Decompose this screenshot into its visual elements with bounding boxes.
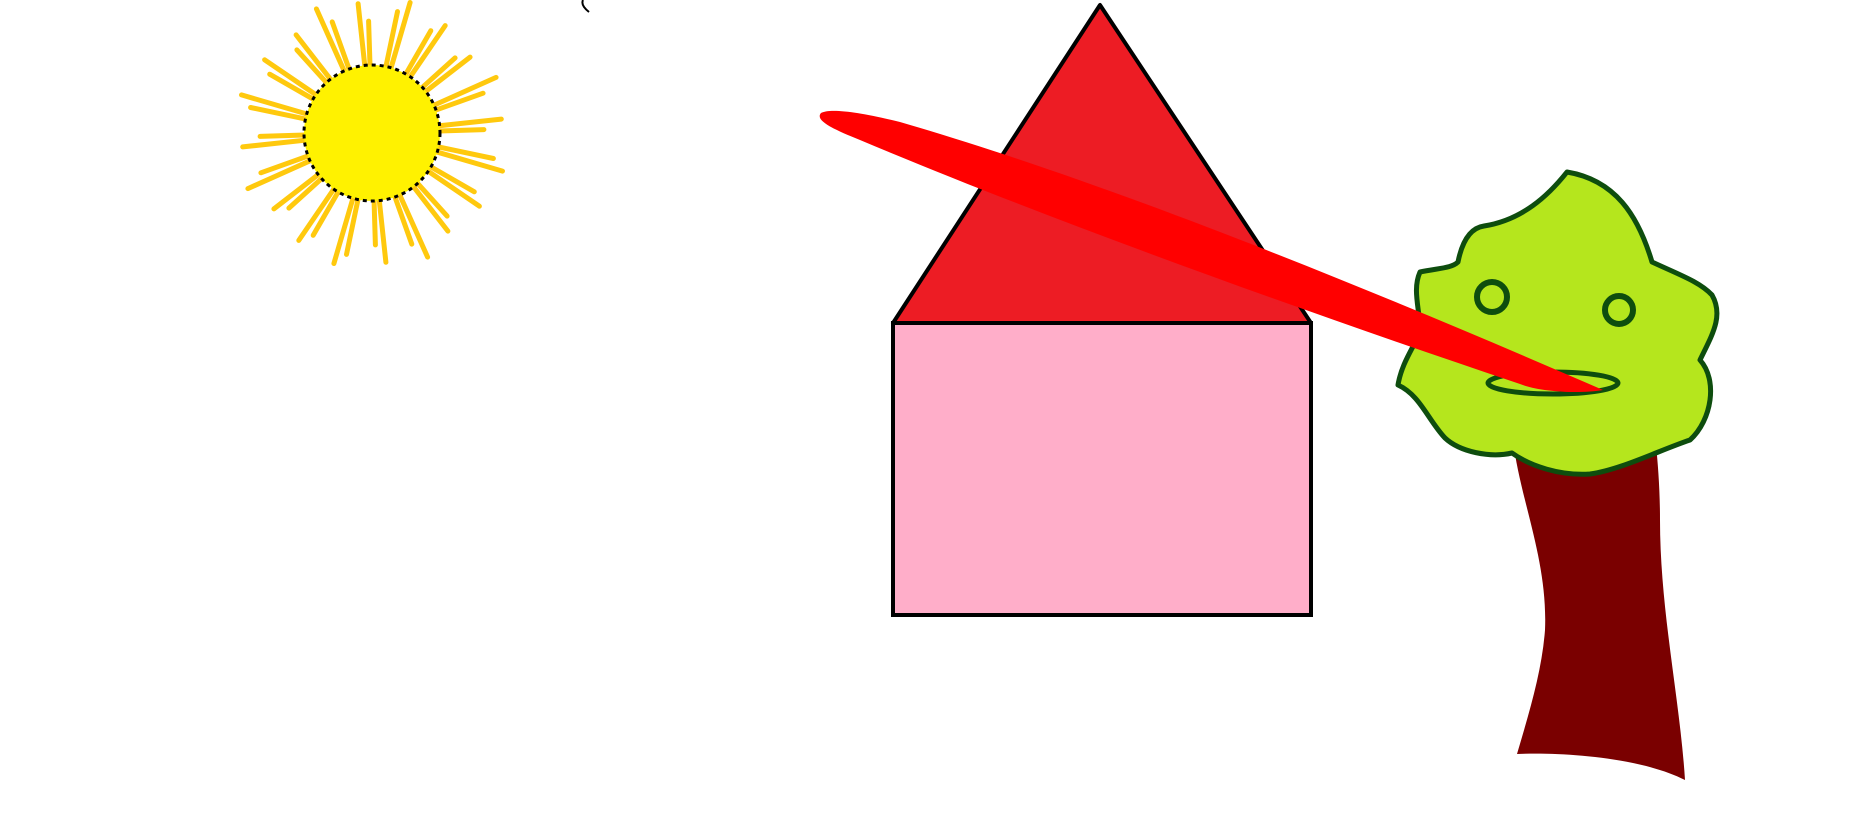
sun-ray	[355, 1, 368, 73]
tree-eye-right	[1602, 293, 1636, 327]
sun-ray	[310, 181, 346, 238]
sun-ray	[416, 55, 458, 94]
sun-ray	[411, 177, 450, 219]
sun-ray	[418, 163, 482, 209]
sun-ray	[267, 71, 320, 105]
tree-icon	[1395, 169, 1720, 780]
house-icon	[891, 3, 1313, 617]
sun-ray	[390, 189, 415, 247]
sun-ray	[402, 23, 448, 87]
sun-ray	[331, 183, 360, 266]
sun-ray	[381, 9, 400, 78]
tree-eye-left	[1474, 279, 1510, 315]
sun-ray	[430, 148, 505, 174]
sun-ray	[245, 156, 317, 192]
sun-ray	[271, 166, 328, 212]
tree-canopy	[1395, 169, 1720, 477]
sun-ray	[296, 182, 339, 243]
sun-ray	[427, 142, 496, 161]
sun-core	[302, 63, 442, 203]
red-brush-stroke	[819, 110, 1603, 392]
sun-ray	[393, 184, 431, 260]
sun-ray	[387, 0, 413, 75]
sun-icon	[239, 0, 505, 266]
sun-ray	[239, 92, 318, 119]
stray-mark	[581, 0, 590, 13]
sun-ray	[240, 136, 316, 150]
sun-ray	[423, 74, 499, 112]
sun-ray	[428, 90, 486, 115]
sun-rays	[239, 0, 505, 266]
sun-ray	[257, 132, 312, 139]
sun-ray	[344, 192, 362, 257]
sun-ray	[293, 32, 336, 86]
house-body	[891, 321, 1313, 617]
tree-trunk	[1513, 440, 1685, 780]
